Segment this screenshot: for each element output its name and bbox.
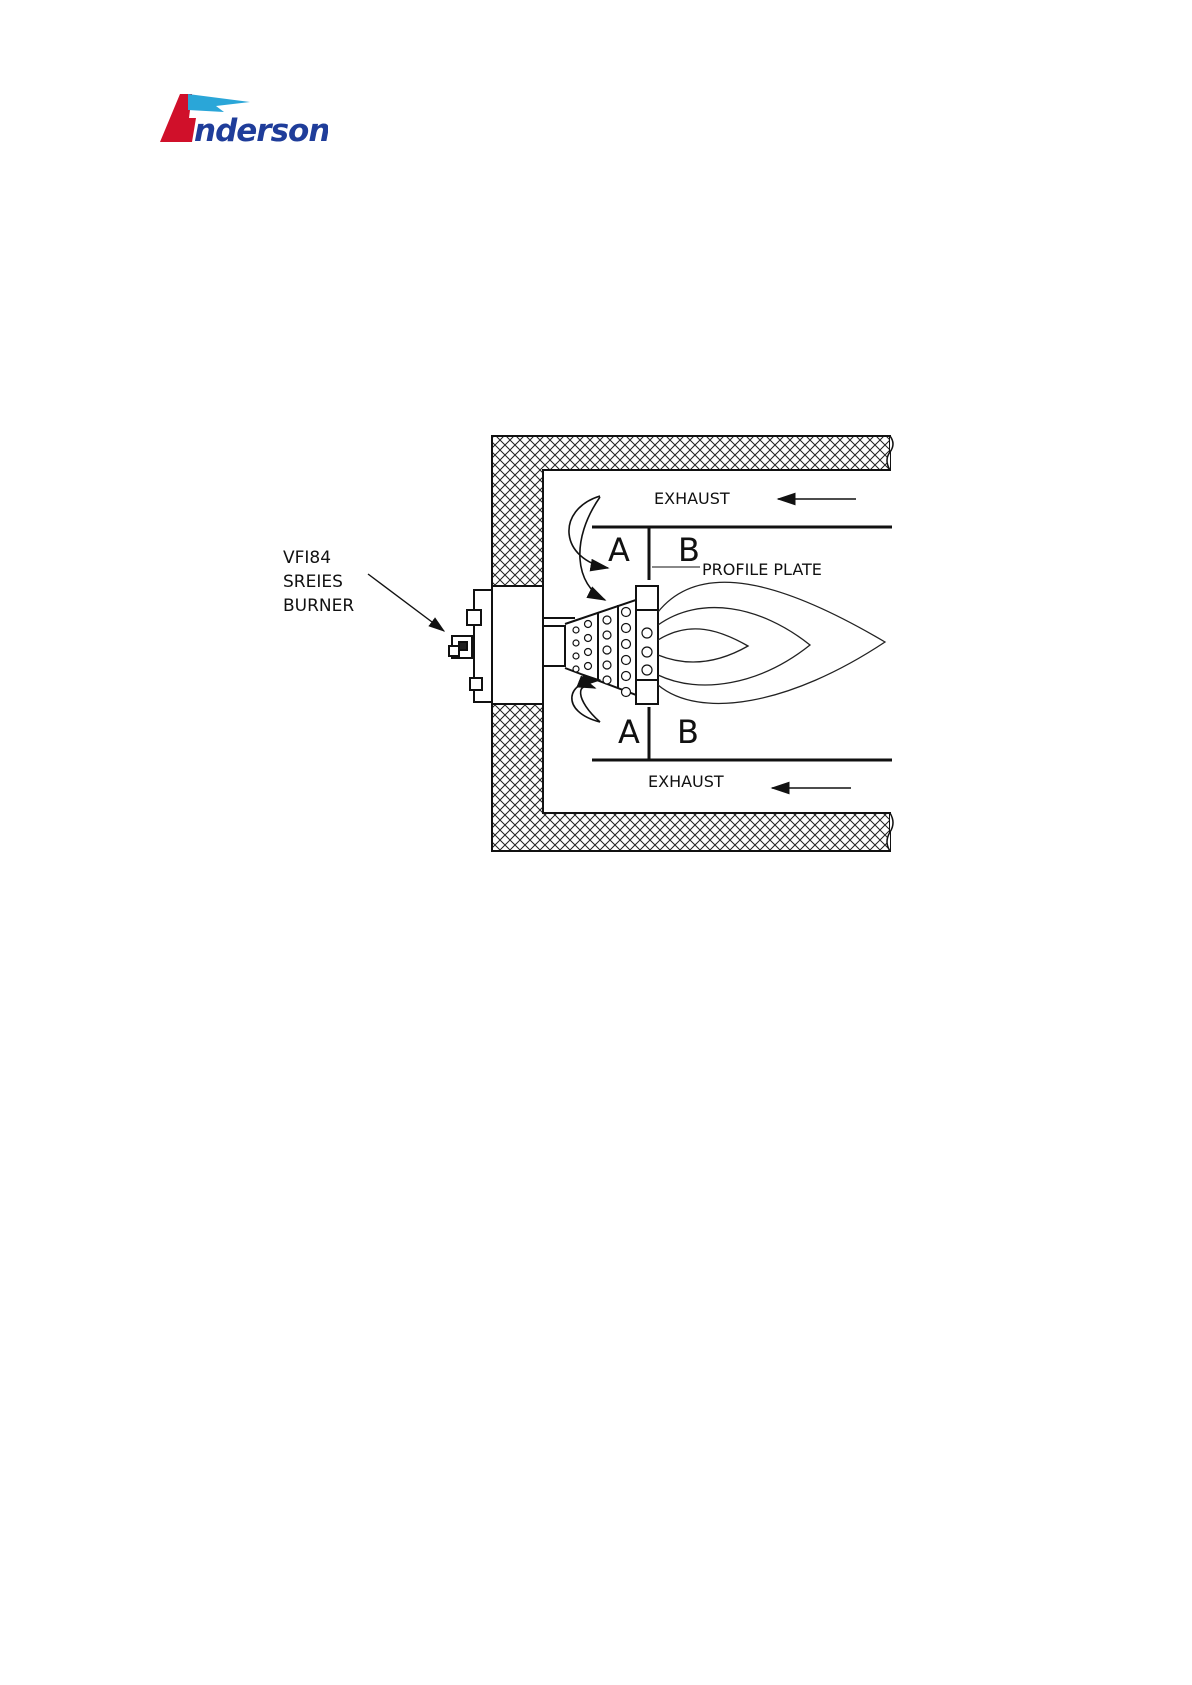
burner-label-line-3: BURNER — [283, 596, 354, 616]
zone-a-top-label: A — [608, 531, 630, 569]
airflow-arrows — [569, 496, 608, 722]
zone-b-top-label: B — [678, 531, 700, 569]
zone-b-bottom-label: B — [677, 713, 699, 751]
zone-a-bottom-label: A — [618, 713, 640, 751]
exhaust-top-label: EXHAUST — [654, 489, 730, 508]
exhaust-bottom-label: EXHAUST — [648, 772, 724, 791]
flame-envelope — [658, 582, 885, 703]
burner-label-line-1: VFI84 — [283, 548, 331, 568]
burner-label-line-2: SREIES — [283, 572, 343, 592]
burner-leader-arrow — [368, 574, 444, 631]
profile-plate-label: PROFILE PLATE — [702, 560, 822, 579]
